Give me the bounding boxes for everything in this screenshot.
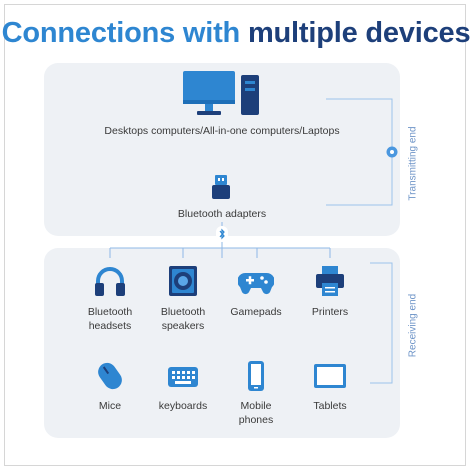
device-label: Tablets (313, 400, 347, 412)
device-label: Gamepads (230, 306, 282, 318)
mobile-phone-icon (248, 361, 264, 391)
device-item-keyboards: keyboards (148, 361, 218, 413)
device-item-printers: Printers (295, 265, 365, 319)
device-label: Printers (311, 306, 349, 318)
gamepad-icon (238, 272, 274, 295)
title-part-2: multiple devices (247, 17, 471, 49)
bluetooth-icon (216, 226, 228, 242)
mouse-icon (98, 362, 122, 390)
device-item-mice: Mice (75, 361, 145, 413)
tablet-icon (314, 364, 346, 388)
keyboard-icon (168, 367, 198, 387)
page-title: Connections with multiple devices (0, 17, 472, 50)
receiving-end-label: Receiving end (407, 293, 419, 358)
computers-label: Desktops computers/All-in-one computers/… (104, 125, 340, 137)
device-label: keyboards (158, 400, 208, 412)
transmitting-end-label: Transmitting end (407, 126, 419, 201)
headphones-icon (95, 267, 125, 296)
device-item-gamepads: Gamepads (221, 265, 291, 319)
printer-icon (316, 266, 344, 296)
title-part-1: Connections with (1, 17, 241, 49)
speaker-icon (169, 266, 197, 296)
usb-adapter-icon (212, 175, 230, 199)
transmit-marker-icon (386, 146, 398, 158)
device-item-tablets: Tablets (295, 361, 365, 413)
adapter-label: Bluetooth adapters (177, 208, 267, 220)
desktop-computer-icon (183, 71, 259, 115)
device-label: Mice (98, 400, 122, 412)
